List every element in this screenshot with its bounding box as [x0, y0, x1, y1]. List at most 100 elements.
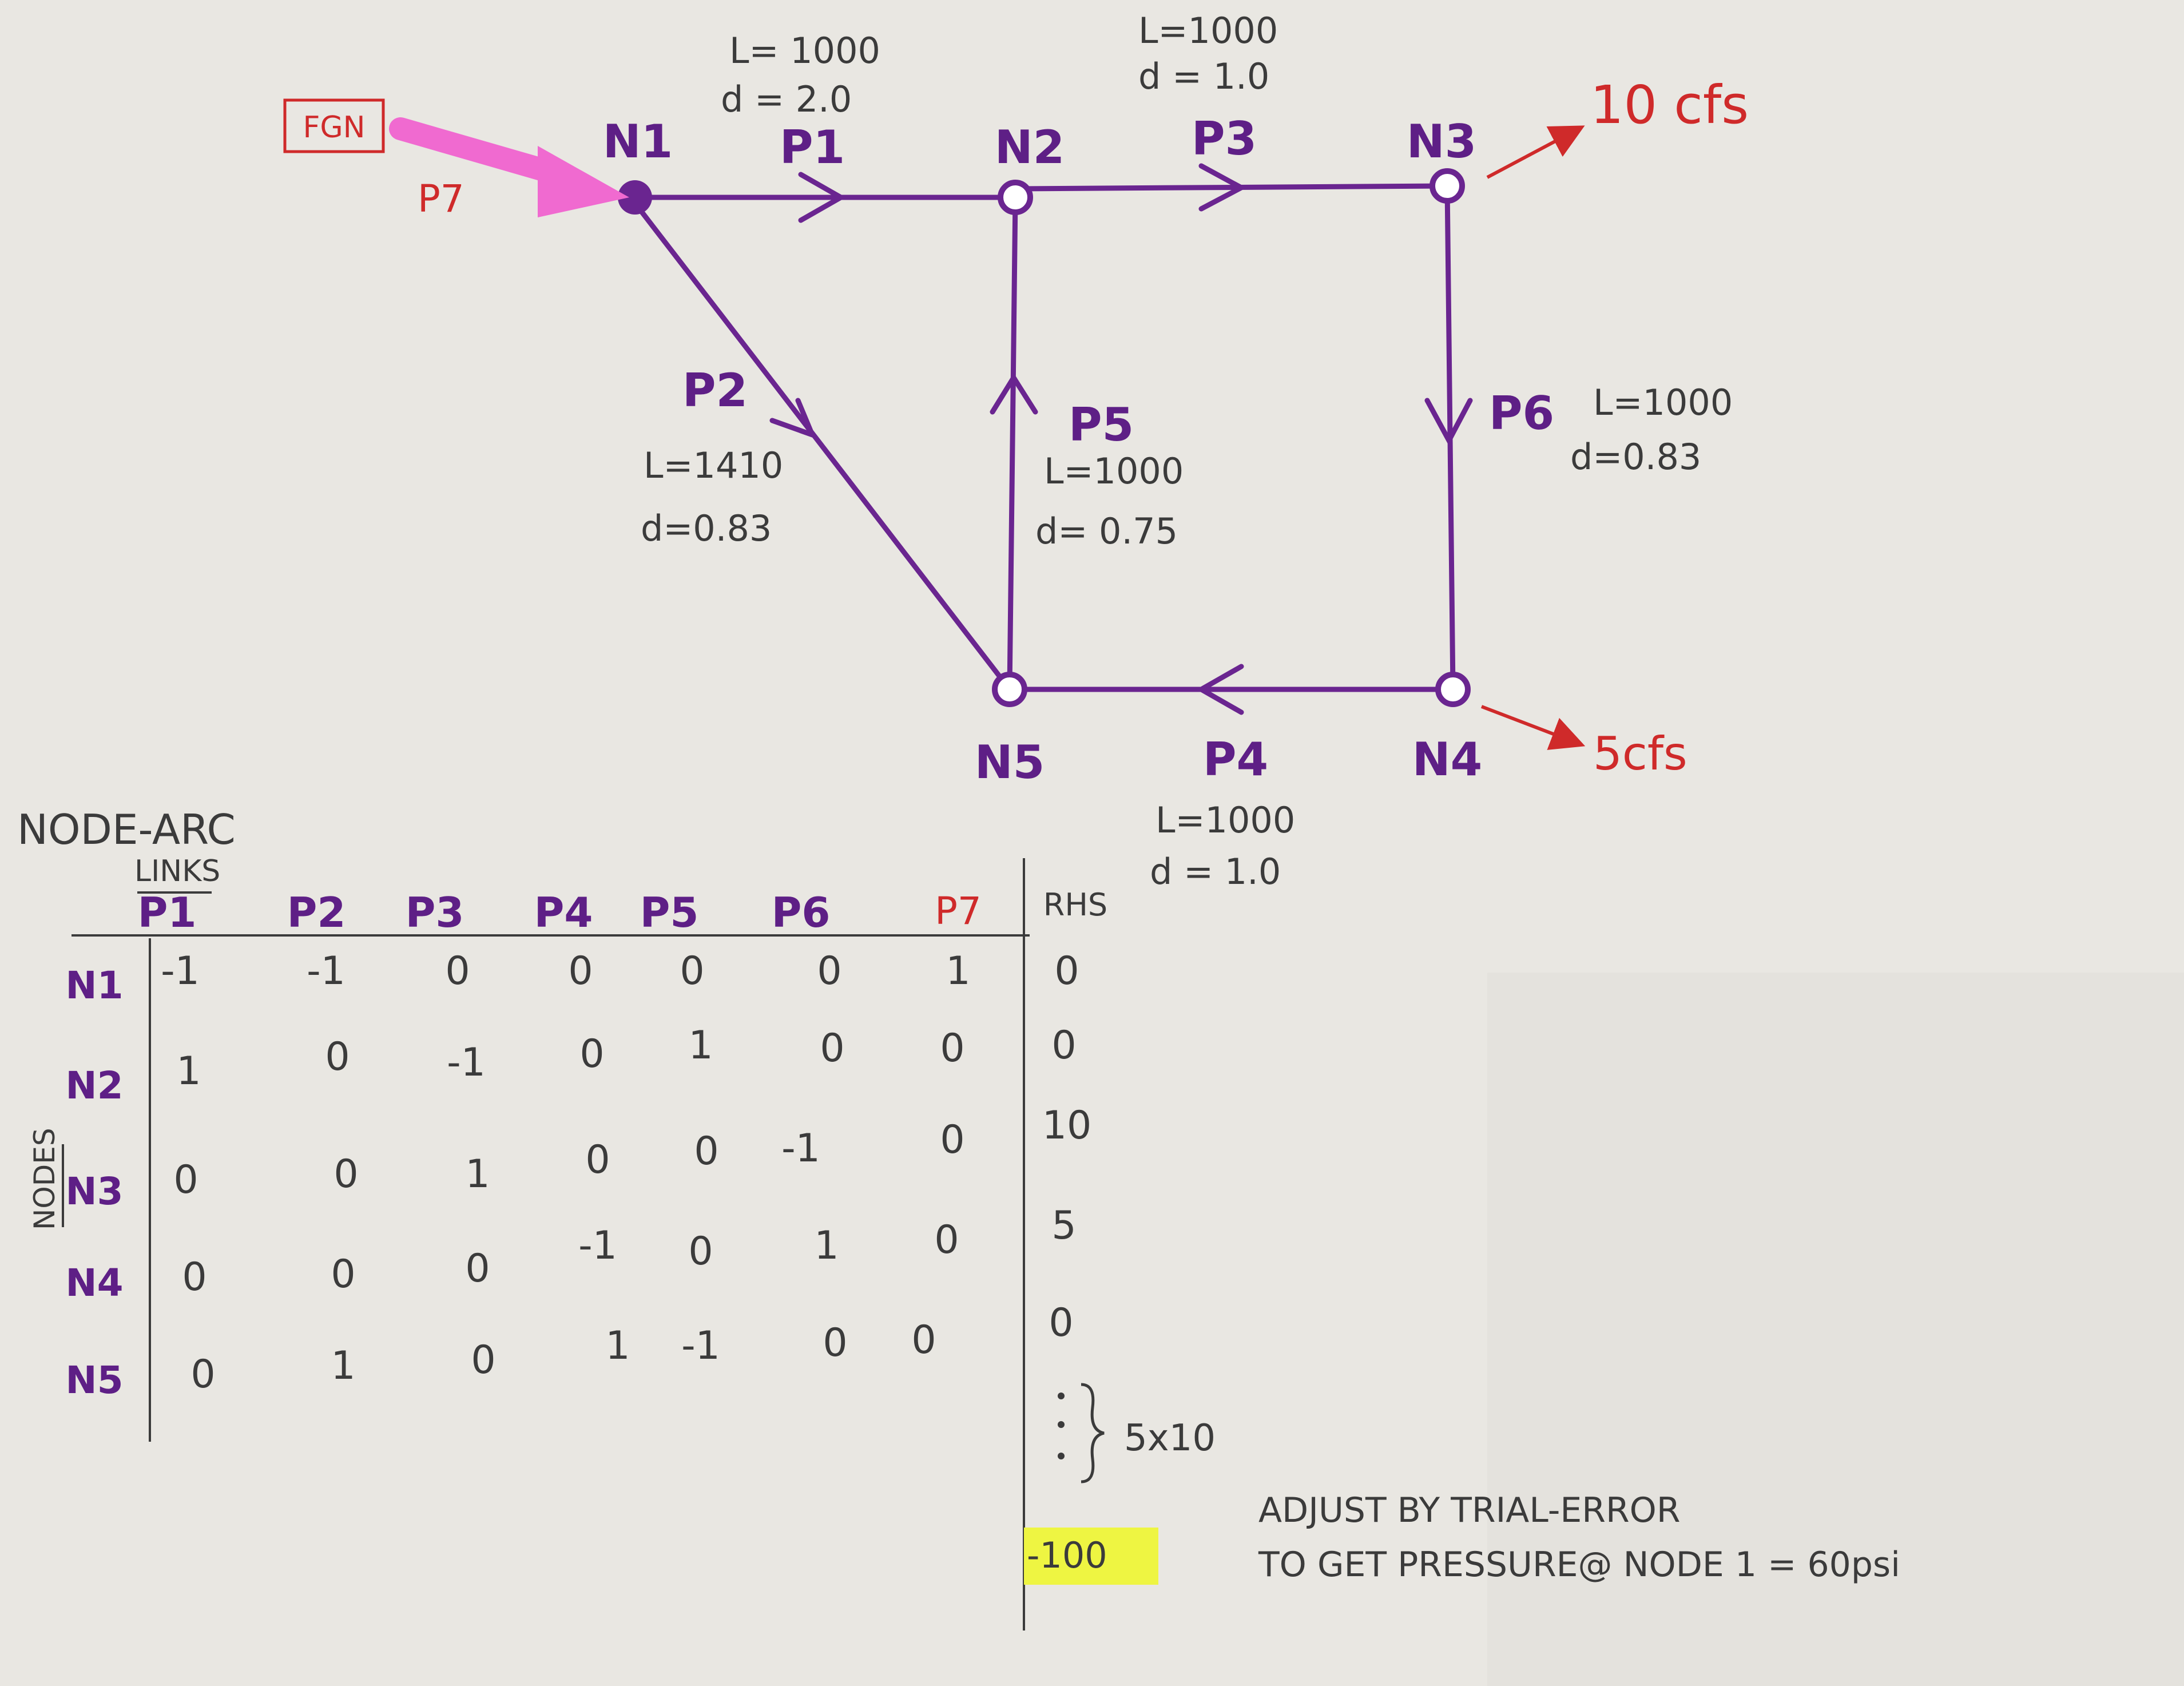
- matrix-cell: 0: [680, 949, 704, 994]
- n3-demand-arrow: [1486, 125, 1585, 179]
- n4-demand-label: 5cfs: [1593, 727, 1687, 780]
- p2-flow-arrow: [769, 398, 817, 439]
- source-inflow: FGN P7: [283, 98, 629, 221]
- matrix-cell: 0: [333, 1152, 358, 1197]
- final-rhs-highlight: [1024, 1528, 1158, 1585]
- fgn-label: FGN: [303, 110, 365, 145]
- node-label-n3: N3: [1407, 115, 1477, 168]
- matrix-cell: 0: [911, 1318, 936, 1363]
- matrix-cells: -1 -1 0 0 0 0 1 0 1 0 -1 0 1 0 0 0 0 0 1…: [161, 949, 1091, 1397]
- note-line-1: ADJUST BY TRIAL-ERROR: [1258, 1490, 1681, 1530]
- pipe-p3-line: [1012, 183, 1450, 192]
- row-label: N1: [65, 963, 123, 1007]
- p4-length: L=1000: [1155, 799, 1295, 841]
- matrix-cell: -1: [681, 1323, 720, 1368]
- pipe-p5-line: [1007, 195, 1018, 692]
- nodes: [618, 168, 1471, 707]
- matrix-cell: 0: [940, 1117, 964, 1163]
- matrix-cell: 0: [465, 1246, 490, 1291]
- matrix-cell: -1: [447, 1040, 486, 1085]
- matrix-cell: 0: [331, 1252, 355, 1297]
- p6-flow-arrow: [1424, 398, 1473, 446]
- matrix-cell: 0: [190, 1352, 215, 1397]
- pipe-label-p1: P1: [780, 121, 845, 174]
- rhs-cell: 0: [1049, 1300, 1073, 1346]
- rhs-cell: 10: [1042, 1103, 1092, 1148]
- row-label: N4: [65, 1261, 123, 1305]
- p5-length: L=1000: [1044, 450, 1184, 492]
- matrix-cell: 0: [694, 1129, 718, 1174]
- matrix-cell: -1: [307, 949, 346, 994]
- matrix-column-headers: P1 P2 P3 P4 P5 P6 P7 RHS: [138, 887, 1108, 937]
- node-arc-matrix: NODE-ARC LINKS NODES P1 P2 P3 P4 P5 P6 P…: [17, 806, 1216, 1631]
- fgn-box: [283, 98, 385, 153]
- source-pipe-label: P7: [418, 177, 464, 221]
- rhs-cell: 5: [1051, 1203, 1076, 1248]
- pipe-p2-line: [632, 200, 1012, 692]
- p6-diameter: d=0.83: [1570, 436, 1701, 478]
- p3-diameter: d = 1.0: [1138, 55, 1269, 97]
- p1-length: L= 1000: [729, 30, 880, 72]
- network: [632, 163, 1473, 715]
- rhs-cell: 0: [1051, 1023, 1076, 1068]
- matrix-cell: 0: [817, 949, 841, 994]
- pipe-label-p4: P4: [1203, 733, 1268, 786]
- column-header: P4: [534, 888, 593, 937]
- matrix-title: NODE-ARC: [17, 806, 236, 854]
- p1-diameter: d = 2.0: [721, 78, 852, 120]
- matrix-cell: 0: [182, 1255, 207, 1300]
- matrix-cell: 1: [465, 1152, 490, 1197]
- column-header: P1: [138, 888, 197, 937]
- column-header: P6: [772, 888, 831, 937]
- continuation-dot: [1058, 1453, 1065, 1459]
- column-header: P5: [640, 888, 699, 937]
- matrix-cell: 1: [176, 1049, 201, 1094]
- matrix-cell: 0: [579, 1032, 604, 1077]
- rhs-header: RHS: [1043, 887, 1107, 923]
- pipe-label-p6: P6: [1489, 387, 1554, 440]
- matrix-cell: -1: [781, 1126, 820, 1171]
- matrix-cell: 0: [820, 1026, 844, 1071]
- row-label: N5: [65, 1358, 123, 1402]
- row-label: N2: [65, 1064, 123, 1108]
- n4-demand-arrow: [1480, 705, 1586, 750]
- node-n5: [992, 672, 1027, 707]
- source-arrow-shaft: [389, 117, 561, 183]
- pipe-properties: L= 1000 d = 2.0 L=1000 d = 1.0 L=1410 d=…: [641, 10, 1733, 892]
- matrix-row-labels: N1 N2 N3 N4 N5: [65, 963, 123, 1402]
- column-header: P2: [287, 888, 346, 937]
- matrix-cell: 0: [325, 1034, 350, 1080]
- trial-error-note: ADJUST BY TRIAL-ERROR TO GET PRESSURE@ N…: [1258, 1490, 1900, 1585]
- p5-flow-arrow: [990, 372, 1038, 415]
- matrix-cell: 0: [173, 1157, 198, 1203]
- node-label-n5: N5: [975, 736, 1045, 789]
- nodes-label: NODES: [28, 1128, 61, 1230]
- p4-flow-arrow: [1196, 664, 1244, 715]
- p2-length: L=1410: [644, 445, 783, 486]
- node-n1: [618, 180, 652, 215]
- node-label-n4: N4: [1412, 733, 1483, 786]
- matrix-cell: 1: [605, 1323, 630, 1368]
- demands: [1480, 125, 1586, 750]
- matrix-cell: 0: [585, 1137, 610, 1183]
- pipe-label-p3: P3: [1192, 112, 1257, 165]
- matrix-cell: 1: [946, 949, 970, 994]
- node-label-n1: N1: [603, 115, 673, 168]
- rhs-cell: 0: [1054, 949, 1079, 994]
- pipe-label-p5: P5: [1069, 398, 1134, 451]
- p3-flow-arrow: [1198, 163, 1247, 212]
- pipe-label-p2: P2: [682, 364, 748, 417]
- matrix-cell: 0: [823, 1320, 847, 1366]
- p1-flow-arrow: [798, 172, 847, 223]
- matrix-cell: 1: [688, 1023, 713, 1068]
- continuation-label: 5x10: [1124, 1417, 1216, 1459]
- links-label: LINKS: [134, 854, 220, 888]
- note-line-2: TO GET PRESSURE@ NODE 1 = 60psi: [1258, 1545, 1900, 1585]
- node-label-n2: N2: [995, 121, 1065, 174]
- matrix-cell: 0: [934, 1217, 959, 1263]
- matrix-cell: 0: [940, 1026, 964, 1071]
- matrix-cell: 0: [445, 949, 470, 994]
- p2-diameter: d=0.83: [641, 507, 772, 549]
- row-label: N3: [65, 1169, 123, 1213]
